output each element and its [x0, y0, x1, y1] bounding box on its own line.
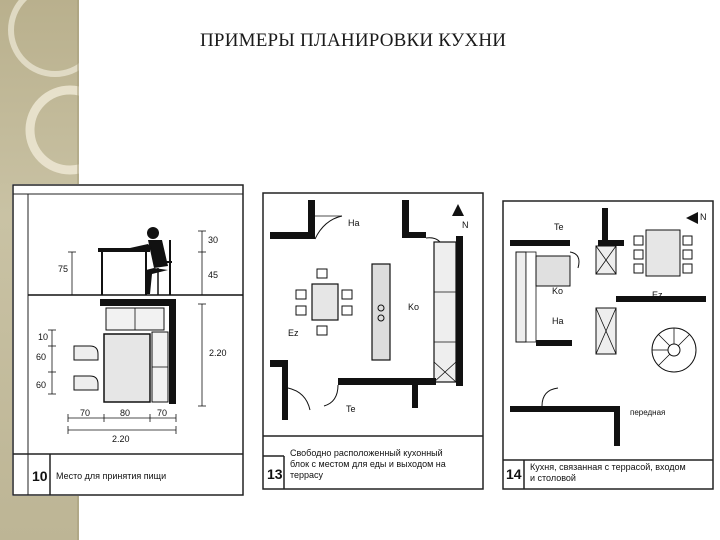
panel-caption-14-line2: и столовой [530, 473, 576, 483]
panel-caption-13-line1: Свободно расположенный кухонный [290, 448, 443, 458]
room-label-ha: Ha [348, 218, 360, 228]
panel-caption-14-line1: Кухня, связанная с террасой, входом [530, 462, 686, 472]
dining-place-drawing [12, 184, 244, 496]
dim-30: 30 [208, 235, 219, 245]
dim-70-left: 70 [80, 408, 91, 418]
dim-10: 10 [38, 332, 49, 342]
plan-panel-14: Te N Ko Ha Ez передная 14 Кухня, связанн… [502, 200, 714, 490]
dim-70-right: 70 [157, 408, 168, 418]
panel-number-14: 14 [506, 466, 522, 482]
room-label-ez: Ez [288, 328, 299, 338]
room-label-ez: Ez [652, 290, 663, 300]
panel-caption-13-line2: блок с местом для еды и выходом на [290, 459, 446, 469]
plan-panel-13: Ha N Ko Ez Te 13 Свободно расположенный … [262, 192, 484, 490]
dim-right-220: 2.20 [209, 348, 227, 358]
room-label-te: Te [346, 404, 356, 414]
room-label-ko: Ko [552, 286, 564, 296]
panel-caption-13-line3: террасу [290, 470, 324, 480]
panel-number-10: 10 [32, 468, 48, 484]
kitchen-terrace-plan [502, 200, 714, 490]
dim-60-bottom: 60 [36, 380, 47, 390]
dim-75: 75 [58, 264, 69, 274]
dim-60-top: 60 [36, 352, 47, 362]
room-label-ko: Ko [408, 302, 420, 312]
panel-number-13: 13 [267, 466, 283, 482]
room-label-te: Te [554, 222, 564, 232]
room-label-hall: передная [630, 408, 666, 417]
north-label: N [462, 220, 469, 230]
dim-total-220: 2.20 [112, 434, 130, 444]
dim-45: 45 [208, 270, 219, 280]
room-label-ha: Ha [552, 316, 564, 326]
panel-caption-10: Место для принятия пищи [56, 471, 167, 481]
north-label: N [700, 212, 707, 222]
page-title: ПРИМЕРЫ ПЛАНИРОВКИ КУХНИ [200, 30, 507, 51]
plan-panel-10: 75 30 45 10 60 60 70 80 70 2.20 2.20 10 … [12, 184, 244, 496]
dim-80: 80 [120, 408, 131, 418]
kitchen-block-plan [262, 192, 484, 490]
